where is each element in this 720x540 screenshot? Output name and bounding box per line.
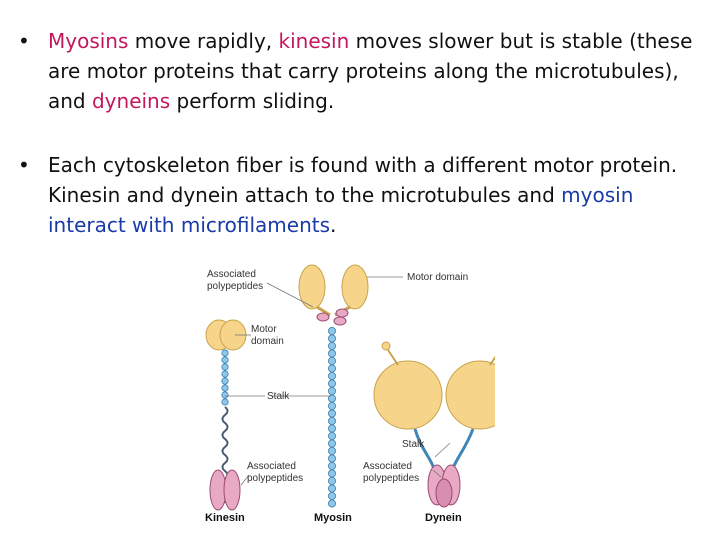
dynein-stalk [415,429,435,473]
assoc-polypeptides-left-label: Associated [247,461,296,472]
bullet-1: • Myosins move rapidly, kinesin moves sl… [18,26,708,116]
myosin-label: Myosin [314,512,352,524]
stalk-label: Stalk [402,439,425,450]
bullet-2: • Each cytoskeleton fiber is found with … [18,150,708,240]
stalk-bead [328,455,335,462]
assoc-polypeptides-right-label: Associated [363,461,412,472]
stalk-bead [328,417,335,424]
dynein-head [374,361,442,429]
stalk-bead [328,485,335,492]
bullet-marker: • [18,150,30,180]
assoc-polypeptides-top-label: Associated [207,269,256,280]
stalk-bead [222,392,228,398]
motor-domain-left-label: Motor [251,324,277,335]
stalk-bead [222,399,228,405]
bullet-marker: • [18,26,30,56]
stalk-bead [328,365,335,372]
stalk-bead [328,470,335,477]
stalk-bead [328,492,335,499]
stalk-bead [222,378,228,384]
term-dyneins: dyneins [92,89,170,113]
text-segment: move rapidly, [128,29,278,53]
stalk-bead [328,335,335,342]
stalk-bead [328,500,335,507]
stalk-bead [328,425,335,432]
dynein-stalk-tip [388,350,398,365]
dynein-light-chain [436,479,452,507]
bullet-2-text: Each cytoskeleton fiber is found with a … [48,150,708,240]
myosin-figure: Myosin [299,265,368,524]
stalk-bead [328,357,335,364]
myosin-head [342,265,368,309]
assoc-polypeptides-right-label: polypeptides [363,473,419,484]
kinesin-neck-beads [222,350,228,405]
stalk-bead [328,440,335,447]
term-myosins: Myosins [48,29,128,53]
stalk-bead [328,477,335,484]
dynein-stalk-tip [490,350,495,365]
stalk-bead [222,371,228,377]
motor-domain-top-label: Motor domain [407,272,468,283]
text-segment: . [330,213,336,237]
stalk-bead [328,462,335,469]
stalk-bead [328,380,335,387]
motor-protein-diagram: Kinesin Myosin Dynein A [195,255,495,530]
stalk-bead [222,364,228,370]
stalk-bead [222,385,228,391]
stalk-bead [328,402,335,409]
stalk-bead [328,372,335,379]
stalk-bead [328,327,335,334]
stalk-label: Stalk [267,391,290,402]
motor-domain-left-label: domain [251,336,284,347]
myosin-head [299,265,325,309]
kinesin-label: Kinesin [205,512,245,524]
stalk-bead [328,350,335,357]
stalk-bead [222,357,228,363]
assoc-polypeptides-top-label: polypeptides [207,281,263,292]
stalk-bead [328,387,335,394]
myosin-light-chain [317,313,329,321]
dynein-head [446,361,495,429]
stalk-bead [328,447,335,454]
assoc-polypeptides-left-label: polypeptides [247,473,303,484]
term-kinesin: kinesin [279,29,350,53]
myosin-light-chain [334,317,346,325]
dynein-figure: Dynein [374,342,495,524]
bullet-1-text: Myosins move rapidly, kinesin moves slow… [48,26,708,116]
stalk-bead [328,432,335,439]
stalk-bead [222,350,228,356]
stalk-bead [328,410,335,417]
kinesin-figure: Kinesin [205,320,246,524]
stalk-bead [328,342,335,349]
myosin-stalk-beads [328,327,335,507]
text-segment: perform sliding. [170,89,334,113]
dynein-tip-bead [382,342,390,350]
dynein-label: Dynein [425,512,462,524]
myosin-light-chain [336,309,348,317]
kinesin-light-chain [224,470,240,510]
